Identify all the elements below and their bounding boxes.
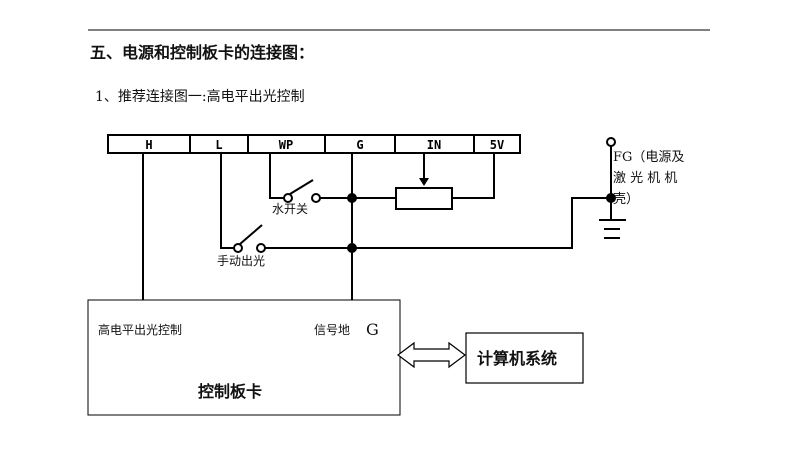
fg-label-line1: FG（电源及 [613,150,684,165]
signal-ground-letter: G [366,320,379,339]
junction-node [347,243,357,253]
control-board-box [87,299,401,416]
ground-symbol-icon [599,219,626,239]
pin-l: L [215,138,222,152]
junction-node [606,193,616,203]
pin-in: IN [427,138,441,152]
junction-node [347,193,357,203]
terminal-connector: H L WP G IN 5V [107,134,521,154]
pin-5v: 5V [490,138,504,152]
high-level-label: 高电平出光控制 [98,322,182,337]
control-board-title: 控制板卡 [198,382,262,401]
fg-terminal [606,137,616,147]
signal-ground-label: 信号地 [314,323,350,337]
pin-g: G [356,138,363,152]
pin-h: H [145,138,152,152]
manual-emit-switch [233,224,266,253]
water-switch-label: 水开关 [272,202,308,216]
double-arrow-icon [397,341,466,369]
section-heading: 五、电源和控制板卡的连接图： [90,43,314,62]
water-switch [283,179,321,203]
manual-emit-label: 手动出光 [217,254,265,268]
computer-box [465,332,584,384]
subheading: 1、推荐连接图一:高电平出光控制 [95,88,305,105]
wires [142,146,612,300]
fg-label-line2: 激 光 机 机 [613,171,677,186]
computer-title: 计算机系统 [477,349,557,368]
pin-wp: WP [279,138,293,152]
potentiometer [395,187,453,210]
fg-label-line3: 壳） [613,192,639,207]
